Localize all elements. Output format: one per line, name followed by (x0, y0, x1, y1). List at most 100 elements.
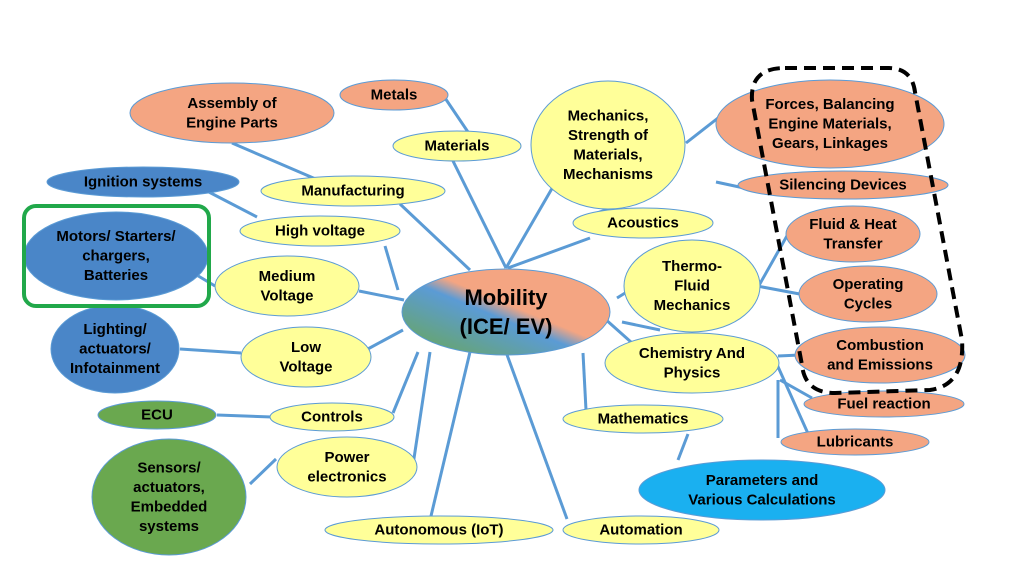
node-ellipse (392, 130, 522, 162)
node-label: Batteries (84, 267, 148, 284)
node-label: Operating (833, 276, 904, 293)
connector-line (451, 160, 508, 269)
node-label: systems (139, 518, 199, 535)
connector-line (398, 202, 472, 272)
highlight-frames (22, 66, 965, 396)
node-label: Voltage (279, 358, 332, 375)
node-mathematics: Mathematics (562, 404, 724, 434)
node-label: Engine Parts (186, 114, 278, 131)
connector-line (179, 347, 242, 355)
node-ellipse (324, 515, 554, 545)
node-label: Fluid (674, 278, 710, 295)
node-label: Low (291, 339, 321, 356)
node-lighting: Lighting/actuators/Infotainment (50, 304, 180, 394)
connector-line (755, 233, 790, 290)
connector-line (391, 351, 420, 414)
node-label: Mechanics, (568, 107, 649, 124)
node-label: Manufacturing (301, 183, 404, 200)
node-ellipse (638, 459, 886, 521)
node-autonomous: Autonomous (IoT) (324, 515, 554, 545)
node-ignition: Ignition systems (46, 166, 240, 198)
node-automation: Automation (562, 515, 720, 545)
node-label: Automation (599, 522, 682, 539)
connector-line (621, 320, 661, 332)
node-label: Sensors/ (137, 459, 201, 476)
node-manufacturing: Manufacturing (260, 175, 446, 207)
node-label: Chemistry And (639, 345, 745, 362)
node-label: Metals (371, 87, 418, 104)
connector-line (581, 352, 588, 411)
node-ellipse (260, 175, 446, 207)
node-label: Autonomous (IoT) (374, 522, 503, 539)
node-ecu: ECU (97, 400, 217, 430)
node-controls: Controls (269, 402, 395, 432)
node-motors: Motors/ Starters/chargers, Batteries (23, 211, 209, 301)
node-lubricants: Lubricants (780, 428, 930, 456)
node-label: Mechanics (654, 297, 731, 314)
node-label: electronics (307, 468, 386, 485)
node-materials: Materials (392, 130, 522, 162)
node-label: Materials, (573, 146, 642, 163)
node-label: Strength of (568, 127, 649, 144)
connector-line (507, 236, 591, 270)
node-ellipse (785, 205, 921, 263)
node-label: Power (324, 449, 369, 466)
node-ellipse (562, 404, 724, 434)
node-acoustics: Acoustics (572, 207, 714, 239)
node-ellipse (46, 166, 240, 198)
node-label: Forces, Balancing (765, 96, 894, 113)
node-label: Voltage (260, 287, 313, 304)
central-ellipse (401, 268, 611, 356)
node-label: Mathematics (598, 411, 689, 428)
green-highlight-frame (22, 204, 211, 308)
connector-line (216, 413, 273, 419)
connector-line (756, 284, 806, 297)
node-label: Physics (664, 364, 721, 381)
node-mechanics: Mechanics, Strength of Materials, Mechanism… (530, 80, 686, 210)
node-label: Lighting/ (83, 321, 147, 338)
node-label: Mechanisms (563, 166, 653, 183)
node-ellipse (798, 265, 938, 323)
node-label: Motors/ Starters/ (56, 228, 176, 245)
node-label: Parameters and (706, 472, 819, 489)
connector-line (411, 351, 432, 466)
connector-line (248, 457, 278, 486)
node-ellipse (239, 215, 401, 247)
node-ellipse (623, 239, 761, 333)
node-ellipse (794, 326, 966, 384)
connector-line (383, 245, 400, 291)
node-label: Embedded (131, 498, 208, 515)
node-ellipse (97, 400, 217, 430)
connector-line (204, 188, 258, 219)
connector-line (358, 289, 405, 302)
node-label: (ICE/ EV) (460, 314, 553, 339)
node-label: Thermo- (662, 258, 722, 275)
node-label: Acoustics (607, 215, 679, 232)
node-label: Materials (424, 138, 489, 155)
node-label: chargers, (82, 248, 150, 265)
connector-line (773, 359, 812, 439)
node-label: Fuel reaction (837, 396, 930, 413)
node-ellipse (91, 438, 247, 556)
node-ellipse (214, 255, 360, 317)
node-highvoltage: High voltage (239, 215, 401, 247)
node-ellipse (276, 436, 418, 498)
connector-line (441, 94, 470, 133)
node-label: Gears, Linkages (772, 135, 888, 152)
connector-line (504, 184, 556, 269)
node-label: High voltage (275, 223, 365, 240)
node-label: Ignition systems (84, 174, 202, 191)
node-label: actuators/ (79, 341, 152, 358)
